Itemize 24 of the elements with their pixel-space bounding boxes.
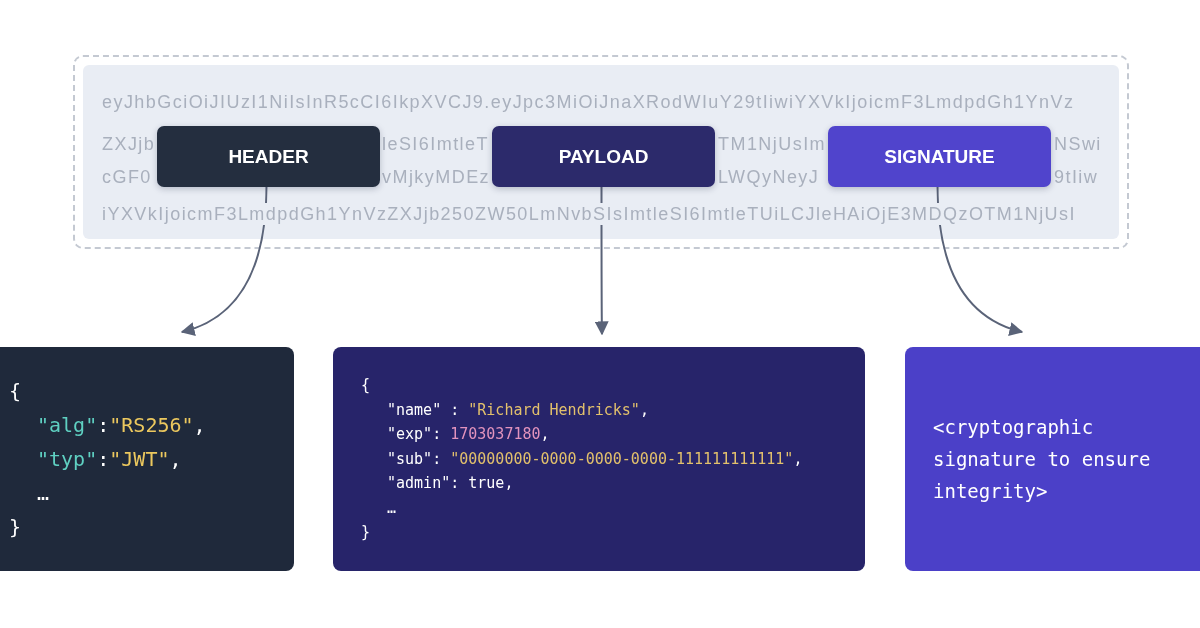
code-line: "sub": "00000000-0000-0000-0000-111111111111", (386, 448, 804, 470)
code-line: { (361, 375, 372, 397)
code-text: <cryptographic signature to ensure integrity> (933, 415, 1152, 504)
code-panel (333, 347, 865, 571)
arrow (936, 184, 1024, 336)
code-line: } (361, 522, 372, 544)
code-line: } (9, 514, 23, 541)
code-line: "admin": true, (386, 473, 515, 495)
code-panel (905, 347, 1200, 571)
arrow (594, 184, 609, 336)
token-panel (73, 55, 1129, 249)
code-line: "alg":"RS256", (36, 412, 207, 439)
code-line: … (386, 497, 398, 519)
code-line: … (36, 480, 51, 507)
code-line: "name" : "Richard Hendricks", (386, 399, 650, 421)
code-panel (0, 347, 294, 571)
code-line: { (9, 378, 23, 405)
code-line: "typ":"JWT", (36, 446, 183, 473)
section-label: SIGNATURE (828, 126, 1051, 187)
code-line: "exp": 1703037180, (386, 424, 551, 446)
section-label: PAYLOAD (492, 126, 715, 187)
section-label: HEADER (157, 126, 380, 187)
token-text: iYXVkIjoicmF3LmdpdGh1YnVzZXJjb250ZW50LmNvbSIsImtleSI6ImtleTUiLCJleHAiOjE3MDQzOTM1NjUsI (102, 203, 1076, 225)
arrow (180, 184, 268, 336)
